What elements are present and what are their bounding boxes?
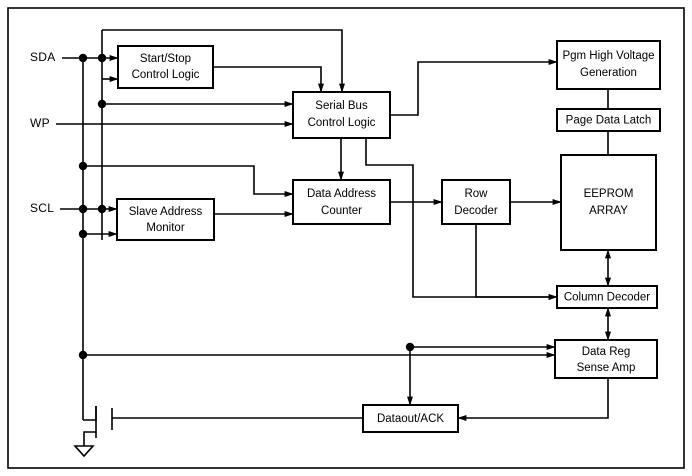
block-label-line: ARRAY [589, 205, 628, 217]
block-label-line: Row [464, 188, 488, 200]
block-label-line: Sense Amp [577, 362, 636, 374]
wire-serial-bus-to-column-decoder [365, 138, 558, 300]
block-dataout-ack[interactable]: Dataout/ACK [362, 404, 459, 433]
junction-dot [97, 53, 107, 63]
junction-dot-layer [78, 53, 415, 360]
block-label-line: Monitor [146, 222, 185, 234]
block-column-decoder[interactable]: Column Decoder [556, 285, 658, 309]
block-label-line: Column Decoder [564, 292, 650, 304]
block-eeprom-array[interactable]: EEPROM ARRAY [560, 154, 657, 251]
block-layer: Start/Stop Control Logic Serial Bus Cont… [116, 40, 661, 433]
wire-scl-top-to-serial-bus [102, 29, 345, 93]
block-label-line: Page Data Latch [566, 115, 652, 127]
wire-sda-to-transistor-drain [83, 406, 97, 421]
wire-data-reg-to-dataout-ack [457, 378, 609, 421]
block-label-line: Generation [580, 67, 637, 79]
wire-serial-bus-to-pgm-high-voltage [390, 59, 558, 116]
junction-dot [97, 99, 107, 109]
block-label-line: EEPROM [584, 188, 634, 200]
junction-dot [78, 204, 88, 214]
block-label-line: Start/Stop [140, 53, 191, 65]
block-label-line: Slave Address [129, 206, 203, 218]
block-label-line: Counter [321, 205, 362, 217]
block-data-address-counter[interactable]: Data Address Counter [292, 179, 391, 225]
diagram-border [7, 7, 685, 469]
block-slave-address-monitor[interactable]: Slave Address Monitor [116, 198, 215, 241]
block-label-line: Data Address [307, 188, 376, 200]
junction-dot [405, 342, 415, 352]
wire-start-stop-to-serial-bus [213, 66, 324, 93]
block-data-reg-sense-amp[interactable]: Data Reg Sense Amp [554, 339, 658, 379]
pin-label-wp: WP [30, 116, 50, 130]
pin-label-layer: SDA WP SCL [30, 50, 56, 215]
block-label-line: Dataout/ACK [377, 413, 444, 425]
wire-layer [56, 29, 611, 458]
block-label-line: Decoder [454, 205, 498, 217]
block-row-decoder[interactable]: Row Decoder [441, 179, 511, 225]
pin-label-sda: SDA [30, 50, 56, 64]
block-label-line: Data Reg [582, 346, 631, 358]
block-pgm-high-voltage-generation[interactable]: Pgm High Voltage Generation [556, 40, 661, 90]
junction-dot [97, 204, 107, 214]
pin-label-scl: SCL [30, 201, 54, 215]
block-label-line: Control Logic [308, 117, 376, 129]
junction-dot [78, 350, 88, 360]
wire-transistor-source-to-ground [83, 431, 96, 446]
ground-symbol [73, 445, 95, 458]
block-label-line: Serial Bus [315, 100, 368, 112]
block-start-stop-control-logic[interactable]: Start/Stop Control Logic [117, 45, 214, 89]
block-serial-bus-control-logic[interactable]: Serial Bus Control Logic [292, 91, 391, 139]
block-label-line: Pgm High Voltage [562, 50, 654, 62]
wire-row-decoder-to-column-decoder [475, 224, 558, 300]
block-page-data-latch[interactable]: Page Data Latch [556, 108, 661, 132]
block-label-line: Control Logic [132, 69, 200, 81]
junction-dot [78, 53, 88, 63]
junction-dot [78, 161, 88, 171]
junction-dot [78, 229, 88, 239]
wire-sda-to-data-address-counter [83, 165, 294, 197]
